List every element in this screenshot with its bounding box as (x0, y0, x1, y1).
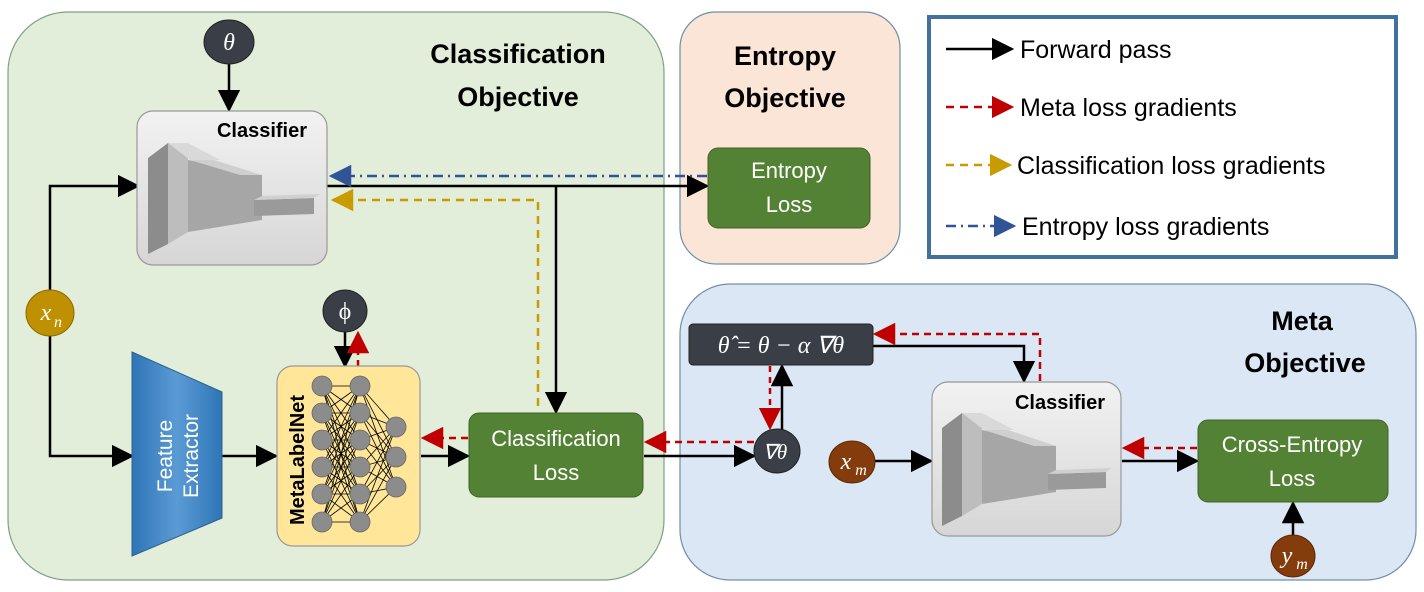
network-neuron (311, 375, 333, 397)
network-edge (321, 466, 361, 523)
network-neuron (349, 511, 371, 533)
classifier-meta-label: Classifier (1015, 392, 1105, 414)
legend-entropy-label: Entropy loss gradients (1022, 213, 1269, 241)
xm-label: x (840, 449, 852, 475)
network-neuron (385, 416, 407, 438)
ym-label: y (1280, 543, 1293, 569)
network-neuron (311, 429, 333, 451)
entropy-loss-line1: Entropy (751, 158, 827, 183)
network-neuron (349, 483, 371, 505)
edge-xn-feature (48, 336, 135, 468)
xm-subscript: m (855, 462, 867, 479)
classifier-top: Classifier (136, 110, 328, 266)
legend-classification-label: Classification loss gradients (1017, 152, 1325, 180)
network-neuron (385, 476, 407, 498)
cross-entropy-loss-line2: Loss (1269, 466, 1315, 491)
edge-meta-classifier-update (872, 322, 1042, 381)
xm-node: x m (828, 440, 876, 484)
network-neuron (311, 402, 333, 424)
network-edge (321, 385, 361, 441)
network-edge (321, 412, 361, 523)
xn-node: x n (25, 289, 75, 337)
legend: Forward pass Meta loss gradients Classif… (927, 15, 1398, 259)
classifier-top-label: Classifier (217, 120, 307, 142)
ym-node: y m (1270, 534, 1316, 578)
network-neuron (311, 456, 333, 478)
metalabelnet-label: MetaLabelNet (287, 395, 309, 525)
cross-entropy-loss-line1: Cross-Entropy (1222, 432, 1363, 457)
edge-classification-grad (330, 188, 540, 406)
classifier-top-shape (148, 143, 320, 254)
meta-title-line1: Meta (1271, 306, 1333, 336)
theta-label: θ (223, 30, 235, 56)
edge-xn-classifier (48, 174, 141, 290)
network-neuron (349, 402, 371, 424)
network-neuron (385, 446, 407, 468)
phi-label: ϕ (339, 299, 352, 325)
classifier-meta: Classifier (931, 381, 1122, 537)
grad-theta-label: ∇θ (763, 440, 787, 464)
feature-extractor-line2: Extractor (180, 414, 203, 498)
network-edge (359, 456, 397, 523)
feature-extractor-line1: Feature (154, 420, 177, 492)
network-neurons (311, 375, 407, 533)
network-neuron (349, 429, 371, 451)
classifier-meta-shape (942, 413, 1112, 526)
theta-node: θ (203, 19, 255, 65)
legend-meta-label: Meta loss gradients (1020, 94, 1237, 122)
phi-node: ϕ (322, 289, 368, 333)
network-edge (359, 426, 397, 523)
network-neuron (349, 456, 371, 478)
classification-loss-line1: Classification (491, 426, 621, 451)
meta-title-line2: Objective (1244, 348, 1366, 378)
entropy-title-line1: Entropy (734, 41, 836, 71)
network-edge (321, 385, 361, 495)
entropy-loss-line2: Loss (766, 192, 812, 217)
network-edge (359, 426, 397, 495)
edge-update-classifier (873, 344, 1036, 384)
grad-theta-node: ∇θ (753, 428, 801, 474)
classification-title-line1: Classification (430, 39, 606, 69)
network-edge (321, 439, 361, 523)
entropy-title-line2: Objective (724, 83, 846, 113)
entropy-loss: Entropy Loss (707, 147, 871, 229)
feature-extractor: Feature Extractor (131, 351, 223, 557)
network-edge (359, 385, 397, 488)
update-rule-label: θ̂ = θ − α ∇θ (718, 333, 845, 359)
classification-loss-line2: Loss (533, 460, 579, 485)
legend-forward-label: Forward pass (1020, 36, 1171, 64)
classification-title-line2: Objective (457, 82, 579, 112)
network-edge (321, 385, 361, 468)
network-neuron (311, 483, 333, 505)
xn-label: x (40, 300, 52, 326)
network-neuron (311, 511, 333, 533)
network-edge (359, 385, 397, 458)
metalabelnet: MetaLabelNet (276, 365, 421, 547)
network-neuron (349, 375, 371, 397)
update-rule: θ̂ = θ − α ∇θ (688, 323, 874, 366)
classification-loss: Classification Loss (468, 412, 644, 498)
ym-subscript: m (1296, 556, 1308, 573)
network-edge (359, 412, 397, 488)
xn-subscript: n (54, 314, 62, 331)
cross-entropy-loss: Cross-Entropy Loss (1197, 419, 1389, 503)
